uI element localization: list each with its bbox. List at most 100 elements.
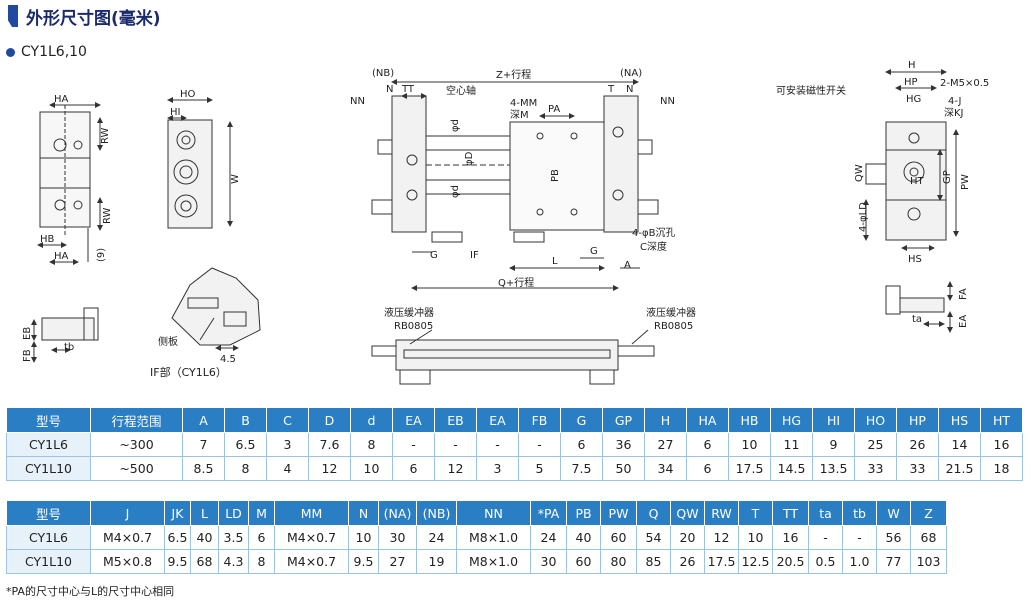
main-view xyxy=(371,79,659,291)
label-ho: HO xyxy=(180,89,196,100)
column-header: *PA xyxy=(530,500,567,526)
value-cell: 12 xyxy=(308,456,351,481)
small-left-detail xyxy=(31,307,99,363)
value-cell: 18 xyxy=(980,456,1023,481)
column-header: NN xyxy=(456,500,531,526)
value-cell: 16 xyxy=(980,432,1023,457)
column-header: 型号 xyxy=(6,500,91,526)
label-z-stroke: Z+行程 xyxy=(496,68,531,81)
column-header: HO xyxy=(854,407,897,433)
value-cell: 7.6 xyxy=(308,432,351,457)
column-header: N xyxy=(348,500,379,526)
model-cell: CY1L10 xyxy=(6,456,91,481)
value-cell: 4.3 xyxy=(218,549,249,574)
column-header: HP xyxy=(896,407,939,433)
column-header: W xyxy=(876,500,911,526)
column-header: RW xyxy=(704,500,739,526)
page-title: 外形尺寸图(毫米) xyxy=(8,3,161,29)
label-buffer-right: 液压缓冲器 xyxy=(646,306,696,319)
value-cell: 10 xyxy=(350,456,393,481)
value-cell: 33 xyxy=(854,456,897,481)
column-header: HA xyxy=(686,407,729,433)
column-header: TT xyxy=(772,500,809,526)
value-cell: 12 xyxy=(704,525,739,550)
label-rw-bottom: RW xyxy=(102,207,113,224)
column-header: 型号 xyxy=(6,407,91,433)
column-header: L xyxy=(190,500,219,526)
label-phi-d: φD xyxy=(464,151,475,166)
value-cell: 19 xyxy=(416,549,457,574)
label-hb: HB xyxy=(40,234,55,245)
value-cell: ~500 xyxy=(90,456,183,481)
value-cell: 68 xyxy=(910,525,947,550)
label-rb-right: RB0805 xyxy=(654,321,693,332)
label-ha: HA xyxy=(54,94,69,105)
label-rw-top: RW xyxy=(100,127,111,144)
if-detail xyxy=(171,267,261,351)
value-cell: 54 xyxy=(636,525,671,550)
column-header: (NA) xyxy=(378,500,417,526)
end-view xyxy=(37,102,103,265)
label-buffer-left: 液压缓冲器 xyxy=(384,306,434,319)
label-hp: HP xyxy=(904,77,918,88)
column-header: d xyxy=(350,407,393,433)
footnote: *PA的尺寸中心与L的尺寸中心相同 xyxy=(6,585,175,598)
label-tt: TT xyxy=(401,84,415,95)
model-cell: CY1L6 xyxy=(6,525,91,550)
column-header: HI xyxy=(812,407,855,433)
column-header: MM xyxy=(274,500,349,526)
label-n-left: N xyxy=(386,84,393,95)
column-header: B xyxy=(224,407,267,433)
drawing-text-labels: HA RW RW HB HA (9) HO HI W 侧板 4.5 IF部（CY… xyxy=(22,60,989,379)
column-header: JK xyxy=(164,500,191,526)
column-header: PW xyxy=(600,500,637,526)
column-header: QW xyxy=(670,500,705,526)
page-title-text: 外形尺寸图(毫米) xyxy=(26,8,161,29)
label-hollow-shaft: 空心轴 xyxy=(446,84,476,97)
label-ha-bottom: HA xyxy=(54,251,69,262)
value-cell: 20 xyxy=(670,525,705,550)
value-cell: 25 xyxy=(854,432,897,457)
value-cell: - xyxy=(808,525,843,550)
value-cell: 6 xyxy=(560,432,603,457)
value-cell: 6 xyxy=(392,456,435,481)
value-cell: 40 xyxy=(566,525,601,550)
bullet-icon xyxy=(6,47,15,57)
column-header: HG xyxy=(770,407,813,433)
column-header: Z xyxy=(910,500,947,526)
label-a: A xyxy=(624,260,631,271)
value-cell: 30 xyxy=(530,549,567,574)
value-cell: 7.5 xyxy=(560,456,603,481)
column-header: (NB) xyxy=(416,500,457,526)
value-cell: 8.5 xyxy=(182,456,225,481)
value-cell: M5×0.8 xyxy=(90,549,165,574)
value-cell: 11 xyxy=(770,432,813,457)
label-nb: (NB) xyxy=(372,68,394,79)
model-heading: CY1L6,10 xyxy=(6,44,87,60)
value-cell: M8×1.0 xyxy=(456,549,531,574)
value-cell: M4×0.7 xyxy=(274,525,349,550)
label-pb: PB xyxy=(550,169,561,182)
value-cell: 1.0 xyxy=(842,549,877,574)
label-g-right: G xyxy=(590,246,598,257)
value-cell: 24 xyxy=(530,525,567,550)
label-ea: EA xyxy=(958,315,969,328)
label-j: 4-J xyxy=(948,96,961,107)
value-cell: 8 xyxy=(248,549,275,574)
value-cell: 80 xyxy=(600,549,637,574)
value-cell: 9 xyxy=(812,432,855,457)
label-if-caption: IF部（CY1L6） xyxy=(150,365,227,379)
small-right-detail xyxy=(885,281,953,333)
label-ht: HT xyxy=(910,176,925,187)
value-cell: 40 xyxy=(190,525,219,550)
value-cell: - xyxy=(518,432,561,457)
value-cell: 24 xyxy=(416,525,457,550)
label-l: L xyxy=(552,256,558,267)
value-cell: 68 xyxy=(190,549,219,574)
value-cell: 10 xyxy=(738,525,773,550)
column-header: EA xyxy=(392,407,435,433)
value-cell: 103 xyxy=(910,549,947,574)
